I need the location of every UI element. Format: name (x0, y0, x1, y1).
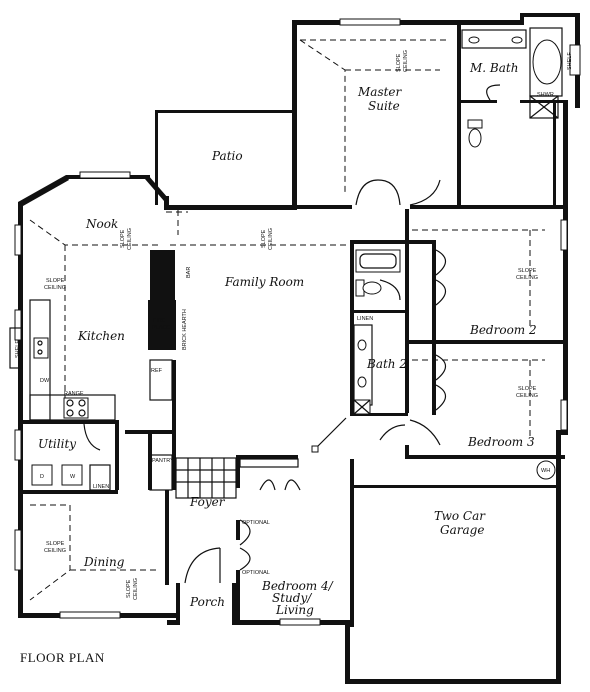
dryer-label: D (40, 474, 44, 480)
slope-label-dining-4: CEILING (133, 578, 139, 600)
pantry-label: PANTRY (152, 458, 174, 464)
slope-label-dining-1: SLOPE (46, 541, 65, 547)
slope-label-bed3-2: CEILING (516, 393, 538, 399)
ceiling-lines (29, 39, 545, 601)
water-heater-label: WH (541, 468, 550, 474)
range-label: RANGE (64, 391, 84, 397)
room-label-bath2: Bath 2 (366, 357, 407, 371)
room-label-foyer: Foyer (189, 495, 226, 509)
room-label-bedroom4-3: Living (275, 603, 314, 617)
bar-label: BAR (186, 267, 192, 278)
slope-label-dining-3: SLOPE (126, 579, 132, 598)
foyer-tile (175, 457, 237, 499)
room-label-garage-1: Two Car (434, 509, 486, 523)
plan-title: FLOOR PLAN (20, 650, 105, 665)
room-label-garage-2: Garage (440, 523, 484, 537)
slope-label-nook-1: SLOPE (120, 229, 126, 248)
room-labels: M. Bath Master Suite Patio Nook Family R… (38, 61, 537, 617)
slope-label-family-1: SLOPE (261, 229, 267, 248)
slope-label-kitchen-2: CEILING (44, 285, 66, 291)
optional-label-1: OPTIONAL (242, 520, 270, 526)
shelf-label-mbath: SHELF (567, 52, 573, 70)
slope-label-bed2-1: SLOPE (518, 268, 537, 274)
slope-label-master-2: CEILING (403, 50, 409, 72)
room-label-bedroom4-1: Bedroom 4/ (261, 579, 335, 593)
shelf-label-kitchen: SHELF (15, 340, 21, 358)
annotations: SLOPE CEILING SHELF SHWR SLOPE CEILING S… (15, 50, 573, 600)
fireplace-label-2: PLACE (152, 325, 170, 331)
dishwasher-label: DW (40, 378, 50, 384)
room-label-porch: Porch (189, 595, 225, 609)
linen-label-utility: LINEN (93, 484, 109, 490)
room-label-bedroom2: Bedroom 2 (469, 323, 537, 337)
optional-label-2: OPTIONAL (242, 570, 270, 576)
slope-label-bed2-2: CEILING (516, 275, 538, 281)
room-label-utility: Utility (38, 437, 76, 451)
slope-label-family-2: CEILING (268, 228, 274, 250)
brick-hearth-label: BRICK HEARTH (182, 309, 188, 350)
slope-label-bed3-1: SLOPE (518, 386, 537, 392)
washer-label: W (70, 474, 76, 480)
room-label-patio: Patio (211, 149, 243, 163)
room-label-master-suite-1: Master (357, 85, 403, 99)
shower-label: SHWR (537, 92, 554, 98)
slope-label-master-1: SLOPE (396, 53, 402, 72)
windows (14, 18, 581, 626)
interior-walls (18, 25, 568, 627)
fireplace-label-1: FIRE (153, 318, 166, 324)
room-label-bedroom3: Bedroom 3 (467, 435, 535, 449)
room-label-bedroom4-2: Study/ (272, 591, 313, 605)
room-label-master-bath: M. Bath (469, 61, 518, 75)
room-label-master-suite-2: Suite (368, 99, 400, 113)
fixtures (9, 27, 563, 681)
slope-label-nook-2: CEILING (127, 228, 133, 250)
slope-label-kitchen-1: SLOPE (46, 278, 65, 284)
linen-label-bath2: LINEN (357, 316, 373, 322)
room-label-nook: Nook (85, 217, 118, 231)
room-label-dining: Dining (83, 555, 125, 569)
room-label-kitchen: Kitchen (77, 329, 125, 343)
slope-label-dining-2: CEILING (44, 548, 66, 554)
refrigerator-label: REF (151, 368, 163, 374)
room-label-family-room: Family Room (224, 275, 304, 289)
